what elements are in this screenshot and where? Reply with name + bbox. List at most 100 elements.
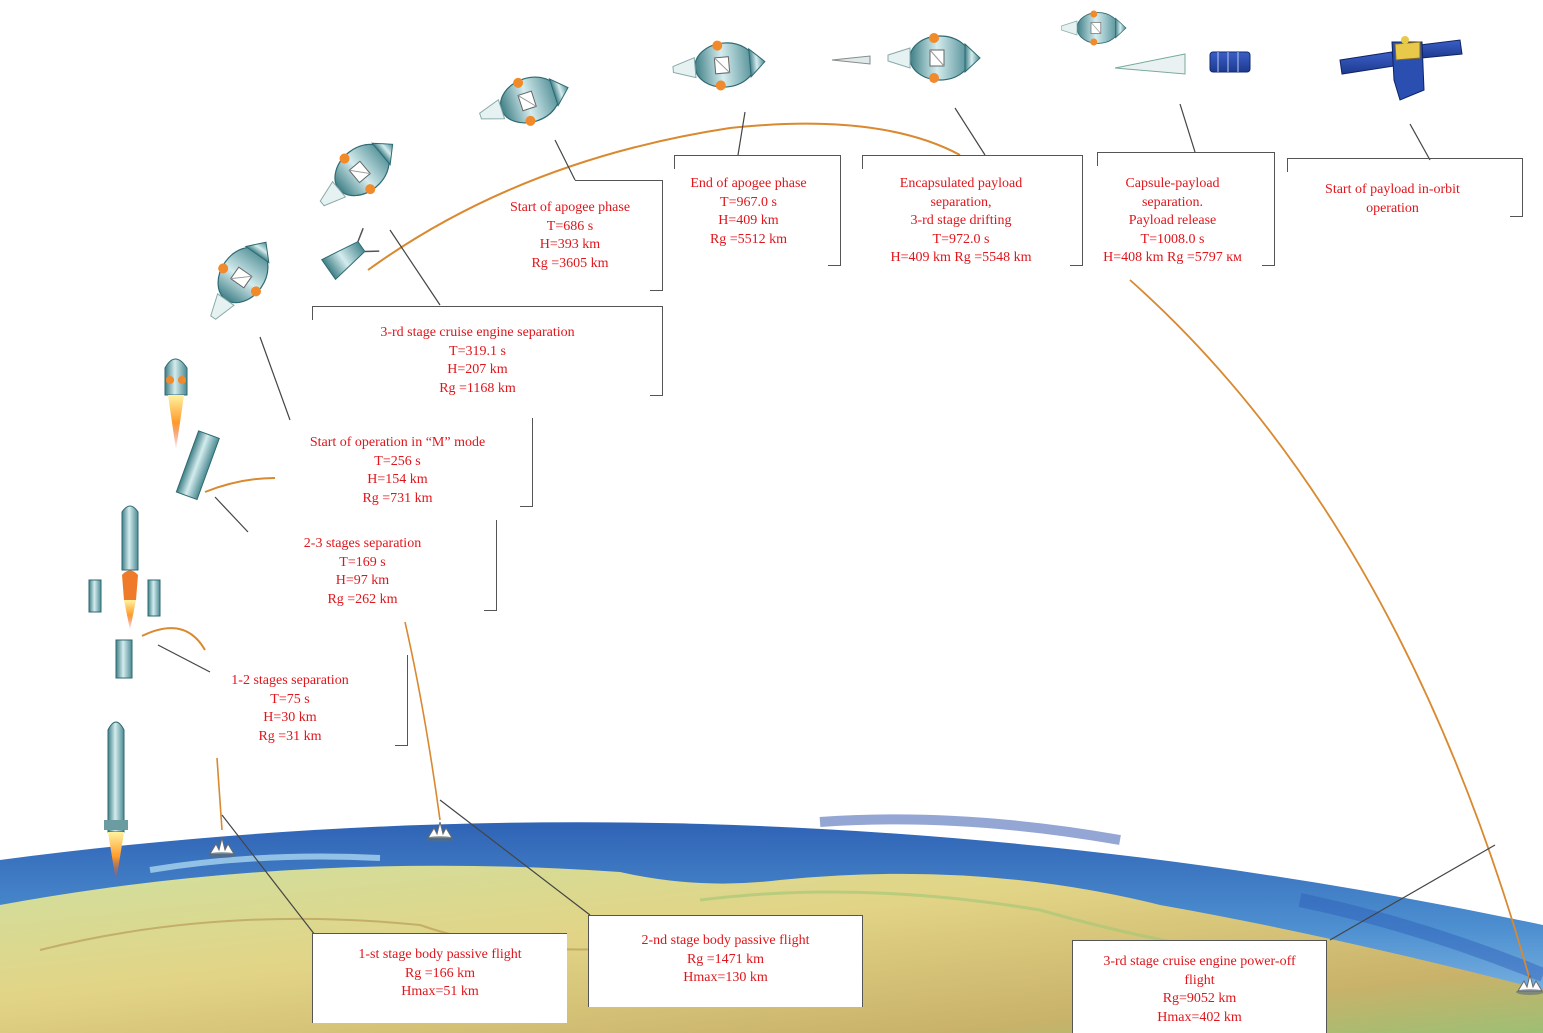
callout-bracket xyxy=(650,180,663,291)
event-m-mode-start: Start of operation in “M” mode T=256 s H… xyxy=(275,434,520,508)
passive-flight-stage1: 1-st stage body passive flight Rg =166 k… xyxy=(312,933,567,1023)
event-time: T=75 s xyxy=(270,691,310,707)
event-title: Start of apogee phase xyxy=(509,200,631,215)
event-altitude-range: H=408 km Rg =5797 км xyxy=(1103,250,1242,265)
callout-bracket xyxy=(395,655,408,746)
callout-bracket-top xyxy=(312,306,662,307)
first-stage-drop-line xyxy=(216,757,223,831)
stage-separation-icon xyxy=(88,505,161,679)
event-range: Rg =1168 km xyxy=(439,380,516,396)
passive-flight-range: Rg =166 km xyxy=(404,965,476,981)
payload-capsule-icon xyxy=(1061,10,1127,46)
event-time: T=169 s xyxy=(339,554,386,570)
event-apogee-end: End of apogee phase T=967.0 s H=409 km R… xyxy=(676,175,821,249)
fairing-icon xyxy=(320,227,380,281)
callout-bracket xyxy=(1262,152,1275,266)
callout-bracket xyxy=(484,520,497,611)
event-range: Rg =5512 km xyxy=(709,231,788,247)
passive-flight-range: Rg =1471 km xyxy=(686,951,765,967)
passive-flight-title: 2-nd stage body passive flight xyxy=(641,933,810,948)
first-stage-fall-path xyxy=(141,627,206,651)
callout-bracket-top xyxy=(1097,152,1274,153)
passive-flight-hmax: Hmax=402 km xyxy=(1157,1009,1242,1025)
callout-bracket-top xyxy=(862,155,1082,156)
callout-bracket xyxy=(650,306,663,396)
callout-bracket-top xyxy=(575,180,662,181)
stage-separation-icon xyxy=(164,358,220,501)
callout-bracket xyxy=(1510,158,1523,217)
event-altitude: H=97 km xyxy=(335,573,390,588)
event-title: Payload release xyxy=(1128,213,1217,228)
event-time: T=686 s xyxy=(546,218,594,234)
event-cruise-engine-separation: 3-rd stage cruise engine separation T=31… xyxy=(320,324,635,398)
callout-bracket xyxy=(674,155,675,169)
event-range: Rg =31 km xyxy=(258,728,322,744)
passive-flight-stage2: 2-nd stage body passive flight Rg =1471 … xyxy=(588,915,863,1007)
callout-bracket xyxy=(1097,152,1098,166)
event-capsule-payload-separation: Capsule-payload separation. Payload rele… xyxy=(1090,175,1255,268)
event-title: Capsule-payload xyxy=(1125,176,1220,191)
event-title: 3-rd stage drifting xyxy=(910,213,1012,228)
event-range: Rg =262 km xyxy=(327,591,398,607)
second-stage-fall-path xyxy=(204,477,276,493)
satellite-icon xyxy=(1339,36,1463,101)
event-title: 2-3 stages separation xyxy=(303,536,422,551)
callout-bracket xyxy=(828,155,841,266)
passive-flight-range: Rg=9052 km xyxy=(1162,991,1237,1006)
event-title: Start of operation in “M” mode xyxy=(309,435,486,450)
callout-bracket-top xyxy=(674,155,840,156)
leader-lines xyxy=(157,103,1496,941)
callout-bracket xyxy=(1070,155,1083,266)
fairing-icon xyxy=(1114,53,1186,75)
passive-flight-stage3: 3-rd stage cruise engine power-off fligh… xyxy=(1072,940,1327,1033)
upper-stage-icon xyxy=(670,36,768,96)
rocket-launch-icon xyxy=(104,721,128,882)
passive-flight-hmax: Hmax=130 km xyxy=(683,970,768,985)
event-altitude-range: H=409 km Rg =5548 km xyxy=(890,250,1032,265)
event-payload-in-orbit: Start of payload in-orbit operation xyxy=(1300,181,1485,218)
callout-bracket xyxy=(312,306,313,320)
event-time: T=1008.0 s xyxy=(1140,231,1205,247)
callout-bracket xyxy=(520,418,533,507)
passive-flight-hmax: Hmax=51 km xyxy=(401,984,479,999)
event-title: 1-2 stages separation xyxy=(231,673,349,688)
passive-flight-title: 3-rd stage cruise engine power-off xyxy=(1103,954,1296,969)
event-altitude: H=207 km xyxy=(447,362,508,377)
third-stage-ballistic-trajectory xyxy=(1129,279,1531,981)
event-stage23-separation: 2-3 stages separation T=169 s H=97 km Rg… xyxy=(270,535,455,609)
event-time: T=967.0 s xyxy=(720,194,777,210)
event-encapsulated-payload-separation: Encapsulated payload separation, 3-rd st… xyxy=(866,175,1056,268)
event-title: 3-rd stage cruise engine separation xyxy=(380,325,575,340)
event-altitude: H=30 km xyxy=(263,710,317,725)
upper-stage-icon xyxy=(192,227,288,333)
event-altitude: H=154 km xyxy=(367,472,428,487)
event-time: T=972.0 s xyxy=(932,231,990,247)
second-stage-drop-line xyxy=(404,621,441,821)
passive-flight-title: flight xyxy=(1184,972,1215,988)
payload-capsule-icon xyxy=(887,32,981,84)
event-altitude: H=409 km xyxy=(718,213,779,228)
upper-stage-icon xyxy=(305,124,410,224)
payload-capsule-icon xyxy=(1209,51,1251,73)
event-title: operation xyxy=(1366,200,1419,216)
event-time: T=319.1 s xyxy=(449,343,506,359)
event-apogee-start: Start of apogee phase T=686 s H=393 km R… xyxy=(490,199,650,273)
event-time: T=256 s xyxy=(374,453,421,469)
event-title: End of apogee phase xyxy=(690,176,807,191)
callout-bracket xyxy=(862,155,863,169)
event-title: Start of payload in-orbit xyxy=(1325,182,1460,197)
fairing-icon xyxy=(831,55,871,65)
callout-bracket-top xyxy=(1287,158,1522,159)
event-title: separation, xyxy=(930,194,992,210)
event-title: Encapsulated payload xyxy=(899,176,1023,191)
main-trajectory xyxy=(367,122,961,271)
upper-stage-icon xyxy=(472,63,577,141)
event-range: Rg =3605 km xyxy=(531,255,609,271)
event-title: separation. xyxy=(1141,194,1204,210)
passive-flight-title: 1-st stage body passive flight xyxy=(358,947,522,962)
event-range: Rg =731 km xyxy=(362,490,433,506)
callout-bracket xyxy=(1287,158,1288,172)
event-altitude: H=393 km xyxy=(539,237,601,252)
event-stage12-separation: 1-2 stages separation T=75 s H=30 km Rg … xyxy=(205,672,375,746)
